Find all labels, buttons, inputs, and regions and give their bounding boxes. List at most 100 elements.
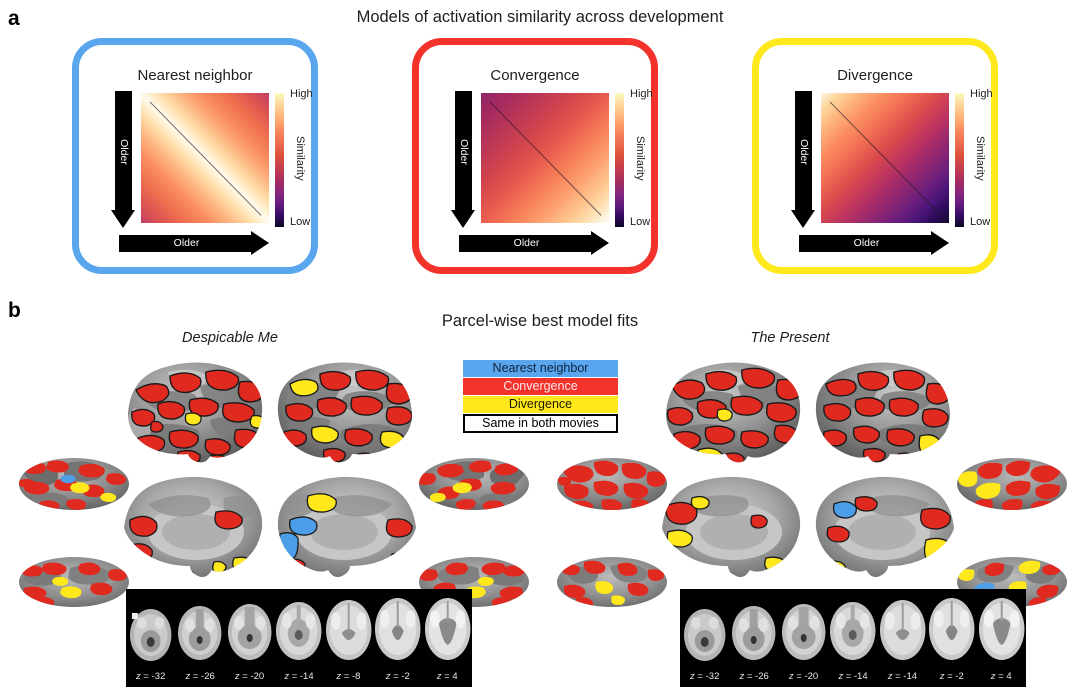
matrix-gradient: [821, 93, 949, 223]
y-axis-arrow-divergence: Older: [791, 91, 815, 228]
slice-label: z = -32: [690, 671, 720, 682]
arrow-shaft: [795, 91, 812, 213]
surface-view-right-medial: [804, 470, 964, 588]
colorbar-gradient: [955, 93, 964, 227]
x-axis-arrow-nearest-neighbor: Older: [119, 231, 271, 255]
slice-label: z = -14: [887, 671, 918, 682]
colorbar-axis-title: Similarity: [974, 136, 986, 181]
axial-slice: [423, 589, 472, 667]
model-card-convergence: Convergence Older Older High Low Similar…: [412, 38, 658, 274]
colorbar-low-label: Low: [970, 216, 991, 228]
axial-slice-labels: z = -32 z = -26 z = -20 z = -14 z = -14 …: [680, 669, 1026, 685]
arrow-shaft: [115, 91, 132, 213]
slice-label: z = -26: [185, 671, 215, 682]
legend-item-nearest-neighbor: Nearest neighbor: [463, 360, 618, 377]
slice-label: z = -20: [788, 671, 819, 682]
x-axis-label: Older: [853, 237, 880, 249]
legend-label: Convergence: [503, 379, 578, 393]
legend-item-convergence: Convergence: [463, 378, 618, 395]
y-axis-arrow-convergence: Older: [451, 91, 475, 228]
surface-view-left-dorsal: [556, 450, 668, 518]
colorbar-gradient: [275, 93, 284, 227]
model-title-divergence: Divergence: [837, 67, 913, 84]
brain-montage-the-present: [556, 352, 1067, 682]
surface-view-right-dorsal: [956, 450, 1068, 518]
panel-a-title: Models of activation similarity across d…: [356, 8, 724, 26]
arrow-head-right-icon: [251, 231, 269, 255]
colorbar-divergence: High Low Similarity: [955, 88, 1001, 231]
axial-slice: [274, 589, 323, 667]
movie-title-despicable-me: Despicable Me: [182, 330, 278, 346]
colorbar-high-label: High: [630, 88, 653, 100]
colorbar-axis-title: Similarity: [634, 136, 646, 181]
model-title-nearest-neighbor: Nearest neighbor: [137, 67, 253, 84]
slice-label: z = -2: [939, 671, 964, 682]
surface-view-right-lateral: [266, 356, 426, 474]
x-axis-label: Older: [513, 237, 540, 249]
arrow-shaft: [799, 235, 934, 252]
axial-slice: [680, 589, 729, 667]
arrow-head-right-icon: [591, 231, 609, 255]
slice-label: z = -14: [284, 671, 314, 682]
surface-view-left-lateral: [114, 356, 274, 474]
arrow-shaft: [455, 91, 472, 213]
slice-label: z = -32: [136, 671, 166, 682]
axial-slice: [977, 589, 1026, 667]
axial-slice-row: [126, 589, 472, 667]
movie-title-the-present: The Present: [750, 330, 830, 346]
arrow-head-right-icon: [931, 231, 949, 255]
surface-view-left-medial: [652, 470, 812, 588]
y-axis-label: Older: [798, 139, 810, 165]
arrow-head-down-icon: [111, 210, 135, 228]
similarity-matrix-divergence: [821, 93, 949, 223]
colorbar-gradient: [615, 93, 624, 227]
similarity-matrix-nearest-neighbor: [141, 93, 269, 223]
y-axis-label: Older: [458, 139, 470, 165]
arrow-shaft: [119, 235, 254, 252]
model-legend: Nearest neighbor Convergence Divergence …: [463, 360, 618, 434]
panel-letter-a: a: [8, 7, 20, 30]
x-axis-label: Older: [173, 237, 200, 249]
panel-b-title: Parcel-wise best model fits: [441, 312, 639, 330]
similarity-matrix-convergence: [481, 93, 609, 223]
x-axis-arrow-convergence: Older: [459, 231, 611, 255]
slice-label: z = -8: [336, 671, 361, 682]
surface-view-left-dorsal: [18, 450, 130, 518]
panel-letter-b: b: [8, 299, 21, 322]
axial-slice: [225, 589, 274, 667]
axial-slice: [878, 589, 927, 667]
surface-view-left-medial: [114, 470, 274, 588]
legend-label: Nearest neighbor: [492, 361, 589, 375]
model-card-nearest-neighbor: Nearest neighbor Older Older High Low Si…: [72, 38, 318, 274]
axial-slice: [373, 589, 422, 667]
legend-item-same-in-both-movies: Same in both movies: [463, 414, 618, 433]
colorbar-high-label: High: [290, 88, 313, 100]
slice-label: z = -14: [838, 671, 868, 682]
x-axis-arrow-divergence: Older: [799, 231, 951, 255]
surface-view-left-ventral: [556, 548, 668, 616]
arrow-head-down-icon: [451, 210, 475, 228]
axial-slice-labels: z = -32 z = -26 z = -20 z = -14 z = -8 z…: [126, 669, 472, 685]
colorbar-axis-title: Similarity: [294, 136, 306, 181]
surface-view-right-lateral: [804, 356, 964, 474]
axial-slice: [779, 589, 828, 667]
colorbar-low-label: Low: [630, 216, 651, 228]
axial-slice: [828, 589, 877, 667]
model-card-divergence: Divergence Older Older High Low Similari…: [752, 38, 998, 274]
axial-slice-strip-the-present: z = -32 z = -26 z = -20 z = -14 z = -14 …: [680, 589, 1026, 687]
slice-label: z = 4: [990, 671, 1012, 682]
axial-slice: [126, 589, 175, 667]
colorbar-nearest-neighbor: High Low Similarity: [275, 88, 321, 231]
axial-slice-row: [680, 589, 1026, 667]
axial-slice: [175, 589, 224, 667]
slice-label: z = -26: [739, 671, 769, 682]
matrix-gradient: [481, 93, 609, 223]
colorbar-low-label: Low: [290, 216, 311, 228]
legend-label: Same in both movies: [482, 416, 599, 430]
brain-montage-despicable-me: [18, 352, 529, 682]
y-axis-arrow-nearest-neighbor: Older: [111, 91, 135, 228]
colorbar-high-label: High: [970, 88, 993, 100]
colorbar-convergence: High Low Similarity: [615, 88, 661, 231]
surface-view-right-dorsal: [418, 450, 530, 518]
